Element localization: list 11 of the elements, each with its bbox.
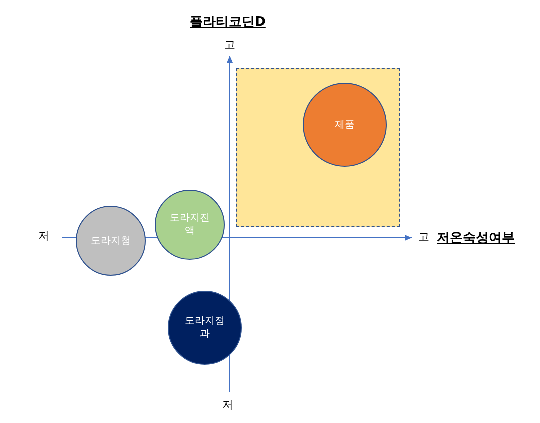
product-circle: 도라지청 [76, 206, 146, 276]
product-circle: 도라지정과 [168, 291, 242, 365]
axis-end-label: 고 [418, 230, 430, 244]
highlight-area [236, 68, 400, 227]
product-circle: 도라지진액 [155, 190, 225, 260]
axis-end-label: 고 [224, 38, 236, 52]
axis-title: 플라티코딘D [190, 14, 266, 31]
axis-end-label: 저 [222, 398, 234, 412]
axis-end-label: 저 [38, 228, 50, 244]
axis-title: 저온숙성여부 [437, 230, 515, 247]
product-circle: 제품 [303, 83, 387, 167]
